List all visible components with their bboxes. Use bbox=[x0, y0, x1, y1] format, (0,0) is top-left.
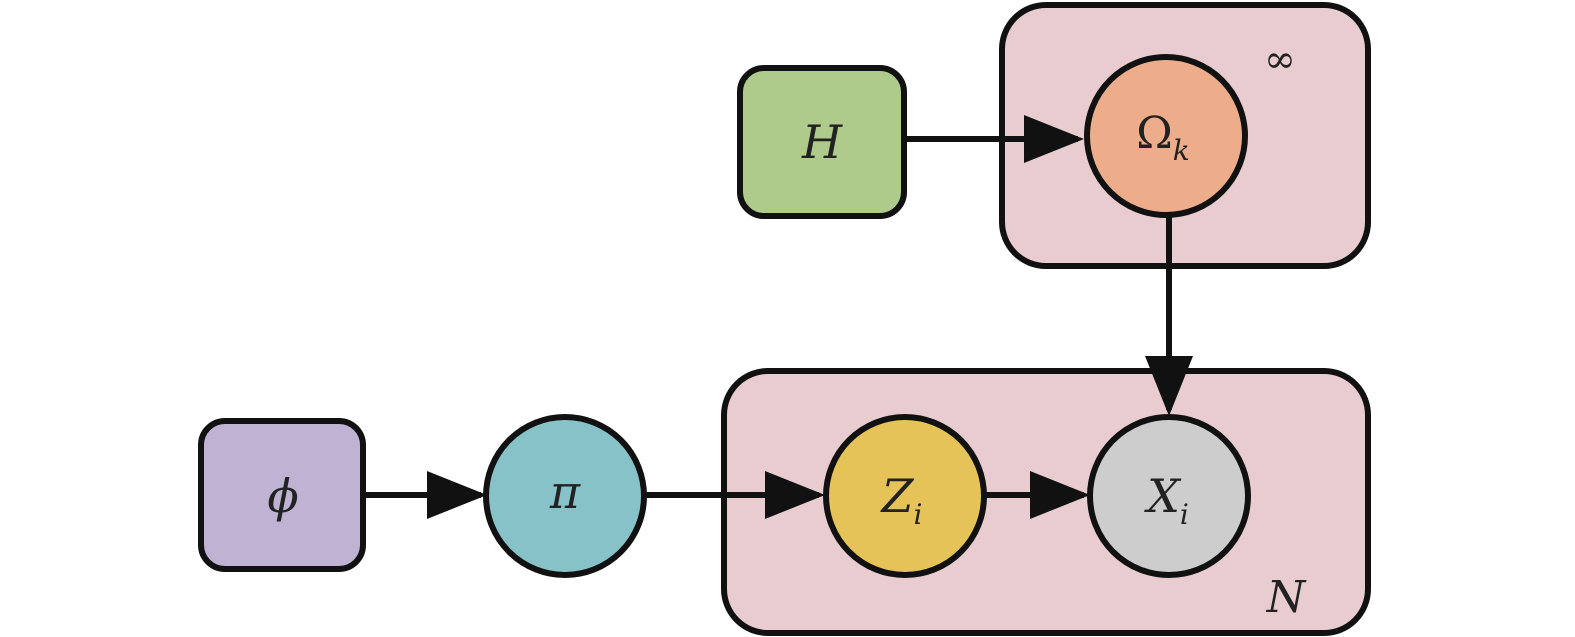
node-omega-shape bbox=[1084, 54, 1248, 218]
node-z-label: Zi bbox=[880, 469, 923, 531]
node-x: Xi bbox=[1087, 414, 1251, 578]
node-omega-label: Ωk bbox=[1136, 108, 1189, 167]
plate-top-label: ∞ bbox=[1264, 37, 1296, 81]
node-omega-subscript: k bbox=[1173, 134, 1190, 167]
node-z: Zi bbox=[823, 414, 987, 578]
node-z-subscript: i bbox=[914, 498, 923, 531]
node-h-label: H bbox=[801, 115, 843, 169]
node-h-shape bbox=[737, 65, 907, 219]
node-pi-shape bbox=[483, 414, 647, 578]
node-x-symbol: X bbox=[1144, 469, 1182, 523]
node-h: H bbox=[737, 65, 907, 219]
node-z-shape bbox=[823, 414, 987, 578]
node-z-symbol: Z bbox=[880, 469, 915, 523]
node-phi-shape bbox=[198, 418, 366, 572]
node-pi: π bbox=[483, 414, 647, 578]
node-x-shape bbox=[1087, 414, 1251, 578]
plate-bottom-label: N bbox=[1266, 572, 1307, 623]
node-omega: Ωk bbox=[1084, 54, 1248, 218]
node-pi-label: π bbox=[549, 465, 581, 519]
node-phi-label: ϕ bbox=[267, 469, 298, 523]
node-phi: ϕ bbox=[198, 418, 366, 572]
node-x-label: Xi bbox=[1144, 469, 1189, 531]
node-x-subscript: i bbox=[1180, 498, 1189, 531]
node-omega-symbol: Ω bbox=[1136, 108, 1172, 159]
